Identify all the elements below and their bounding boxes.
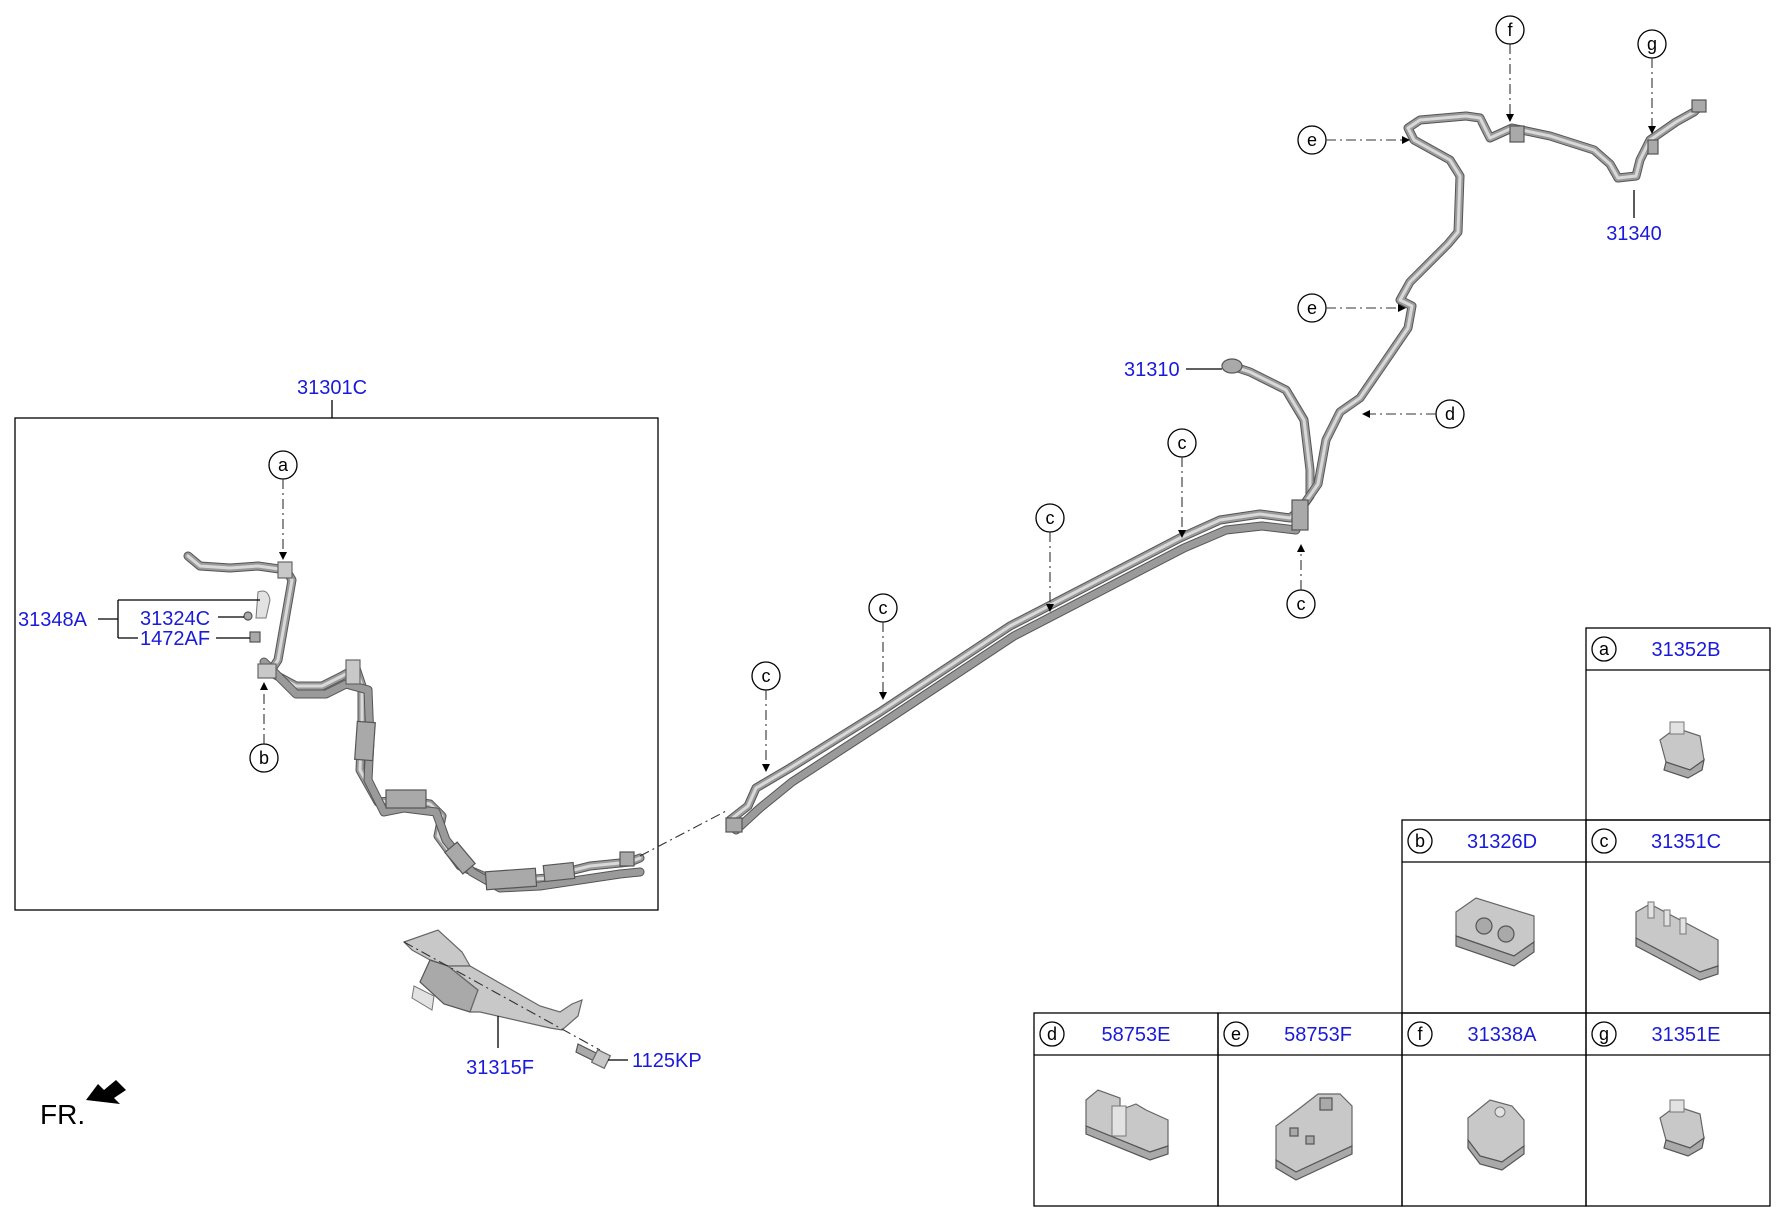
legend-g: g 31351E (1591, 1021, 1721, 1157)
clip-31338A-icon (1467, 1099, 1525, 1171)
callout-d[interactable]: d (1445, 404, 1455, 424)
upper-callouts: d e e f g (1297, 15, 1667, 429)
legend-c-letter: c (1600, 831, 1609, 851)
front-arrow-icon (86, 1080, 126, 1104)
callout-b[interactable]: b (259, 748, 269, 768)
legend-c-part[interactable]: 31351C (1651, 831, 1721, 853)
legend-b-letter: b (1415, 831, 1425, 851)
callout-a[interactable]: a (278, 455, 289, 475)
assembly-frame (14, 417, 659, 911)
legend-table (1033, 627, 1771, 1207)
callout-c-3[interactable]: c (1046, 508, 1055, 528)
legend-f-letter: f (1417, 1024, 1423, 1044)
clip-a-mount (277, 561, 293, 579)
label-31310[interactable]: 31310 (1124, 359, 1180, 381)
legend-g-part[interactable]: 31351E (1652, 1024, 1721, 1046)
clip-31351C-icon (1635, 901, 1719, 981)
legend-b: b 31326D (1407, 828, 1537, 967)
front-indicator: FR. (40, 1080, 126, 1130)
legend-g-letter: g (1599, 1024, 1609, 1044)
c-callouts: c c c c c (751, 428, 1316, 772)
label-31340[interactable]: 31340 (1606, 223, 1662, 245)
callout-e-2[interactable]: e (1307, 130, 1317, 150)
label-31315F[interactable]: 31315F (466, 1057, 534, 1079)
legend-c: c 31351C (1591, 828, 1721, 981)
assembly-group: 31301C a b (14, 377, 659, 911)
fr-label: FR. (40, 1099, 85, 1130)
label-1472AF[interactable]: 1472AF (140, 628, 210, 650)
legend-a-letter: a (1599, 639, 1610, 659)
label-1125KP[interactable]: 1125KP (632, 1050, 702, 1072)
callout-c-1[interactable]: c (762, 666, 771, 686)
bracket-31315F-drawing (402, 929, 601, 1051)
legend-e: e 58753F (1223, 1021, 1353, 1181)
callout-c-4[interactable]: c (1178, 433, 1187, 453)
main-fuel-line (725, 99, 1707, 835)
callout-g[interactable]: g (1647, 34, 1657, 54)
bolt-1125KP-drawing (575, 1043, 612, 1070)
clip-58753F-icon (1275, 1093, 1353, 1181)
legend-a-part[interactable]: 31352B (1652, 639, 1721, 661)
fuel-line-assembly-tubes (183, 551, 645, 893)
label-31324C[interactable]: 31324C (140, 608, 210, 630)
clip-31326D-icon (1455, 897, 1535, 967)
label-31301C[interactable]: 31301C (297, 377, 367, 399)
legend-b-part[interactable]: 31326D (1467, 831, 1537, 853)
label-31348A[interactable]: 31348A (18, 609, 88, 631)
legend-d-part[interactable]: 58753E (1102, 1024, 1171, 1046)
callout-e-1[interactable]: e (1307, 298, 1317, 318)
clip-31352B-icon (1659, 721, 1705, 779)
legend-a: a 31352B (1591, 636, 1721, 779)
clip-b-mount (257, 663, 277, 679)
legend-f-part[interactable]: 31338A (1468, 1024, 1538, 1046)
callout-c-2[interactable]: c (879, 598, 888, 618)
clip-31351E-icon (1659, 1099, 1705, 1157)
callout-c-5[interactable]: c (1297, 594, 1306, 614)
clip-58753E-icon (1085, 1089, 1169, 1161)
legend-e-part[interactable]: 58753F (1284, 1024, 1352, 1046)
legend-d-letter: d (1047, 1024, 1057, 1044)
legend-e-letter: e (1231, 1024, 1241, 1044)
callout-f[interactable]: f (1507, 20, 1513, 40)
legend-d: d 58753E (1039, 1021, 1171, 1161)
legend-f: f 31338A (1407, 1021, 1538, 1171)
